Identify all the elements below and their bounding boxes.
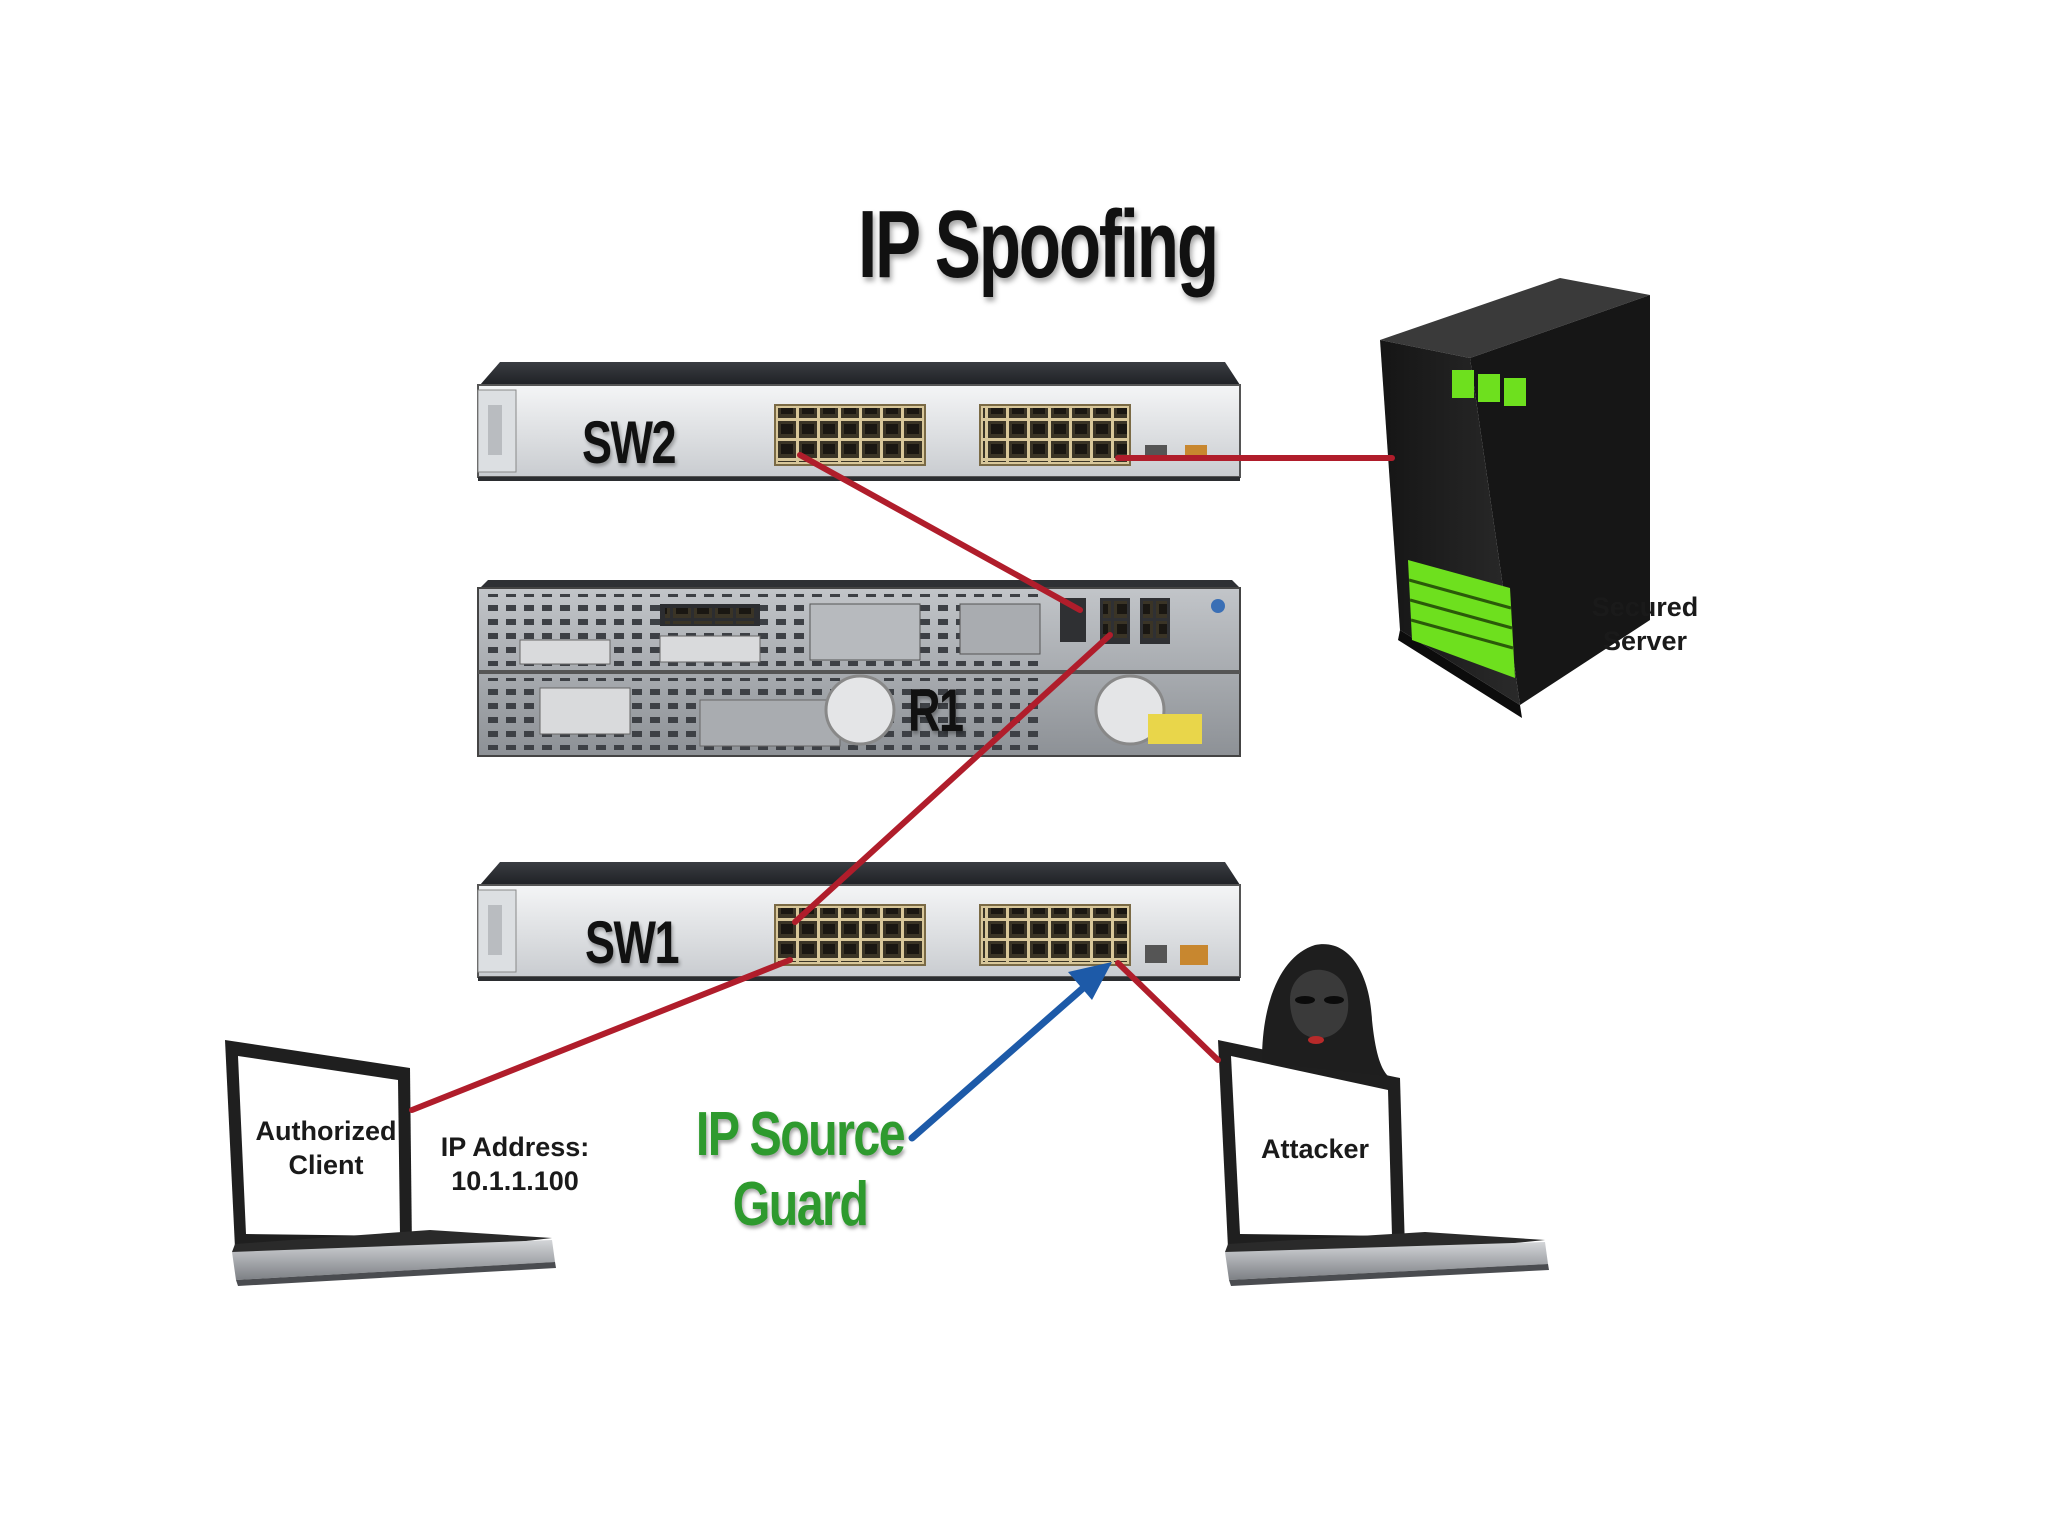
attacker-label: Attacker xyxy=(1260,1134,1370,1164)
attacker-laptop xyxy=(1218,1040,1549,1286)
hooded-hacker-icon xyxy=(1262,944,1388,1076)
sw1-label: SW1 xyxy=(585,909,680,976)
client-ip-label: IP Address: 10.1.1.100 xyxy=(440,1132,590,1196)
diagram-title: IP Spoofing xyxy=(857,191,1219,298)
server-label: Secured Server xyxy=(1591,592,1699,656)
router-r1 xyxy=(477,580,1241,757)
switch-sw1 xyxy=(477,862,1241,981)
network-links xyxy=(409,452,1395,1113)
link-sw2-r1 xyxy=(797,452,1083,613)
r1-label: R1 xyxy=(908,677,964,744)
ip-source-guard-label: IP Source Guard xyxy=(695,1100,906,1239)
source-guard-arrow xyxy=(908,962,1112,1142)
client-laptop xyxy=(225,1040,556,1286)
server-tower xyxy=(1380,278,1650,718)
link-r1-sw1 xyxy=(792,632,1113,925)
link-attacker-sw1 xyxy=(1115,960,1221,1063)
sw2-label: SW2 xyxy=(582,409,677,476)
client-label: Authorized Client xyxy=(255,1116,397,1180)
link-client-sw1 xyxy=(409,957,793,1113)
switch-sw2 xyxy=(477,362,1241,481)
